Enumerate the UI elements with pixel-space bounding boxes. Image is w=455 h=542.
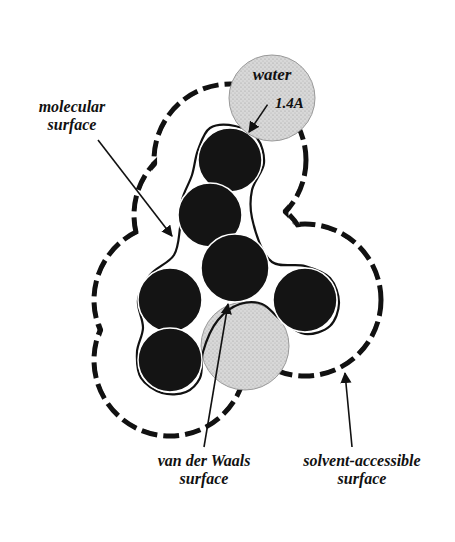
leader-lines — [98, 140, 352, 447]
solvent-accessible-fill — [97, 87, 378, 433]
atoms — [138, 128, 337, 392]
water-probe: water 1.4A — [228, 54, 316, 142]
surface-label: van der Waals surface — [140, 452, 268, 487]
surface-label: molecular surface — [22, 98, 122, 133]
probe-name: water — [228, 66, 316, 85]
solvent-accessible-outline — [94, 84, 381, 436]
molecular-surface-outline — [137, 125, 339, 395]
probe-radius: 1.4A — [275, 95, 315, 112]
surface-label: solvent-accessible surface — [282, 452, 442, 487]
